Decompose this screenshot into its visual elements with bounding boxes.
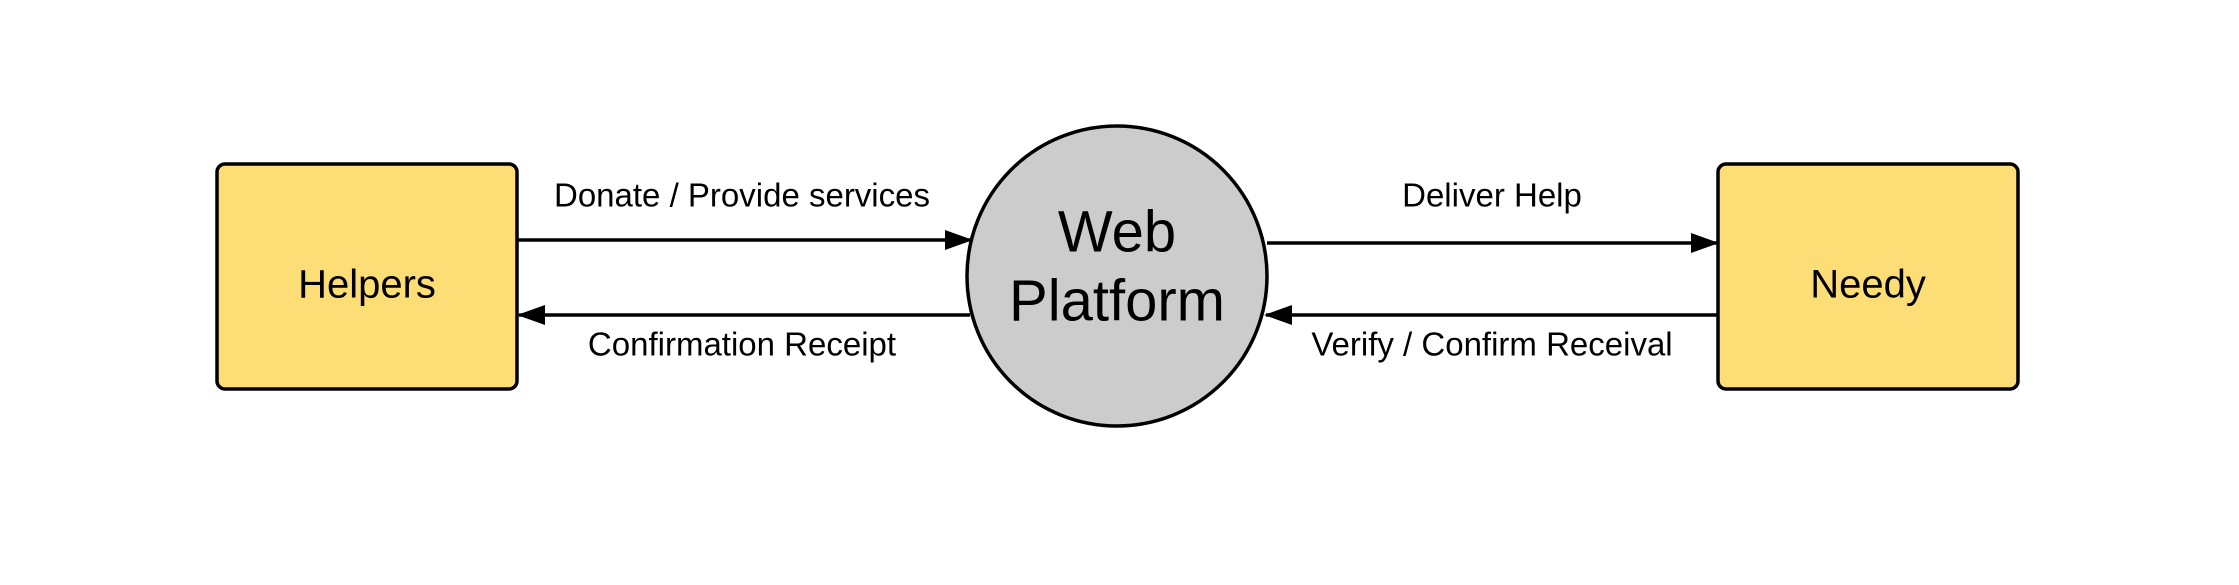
needy-node[interactable]: Needy — [1716, 162, 2020, 391]
web-platform-circle — [965, 124, 1269, 428]
deliver-label: Deliver Help — [1402, 177, 1582, 214]
confirmation-label: Confirmation Receipt — [588, 326, 896, 363]
verify-label: Verify / Confirm Receival — [1311, 326, 1672, 363]
web-platform-node[interactable]: Web Platform — [965, 124, 1269, 428]
helpers-box — [215, 162, 519, 391]
helpers-node[interactable]: Helpers — [215, 162, 519, 391]
needy-box — [1716, 162, 2020, 391]
helpers-label: Helpers — [298, 263, 436, 307]
needy-label: Needy — [1810, 263, 1926, 307]
web-platform-label-line2: Platform — [1009, 268, 1225, 333]
web-platform-label-line1: Web — [1058, 199, 1176, 264]
donate-label: Donate / Provide services — [554, 177, 930, 214]
